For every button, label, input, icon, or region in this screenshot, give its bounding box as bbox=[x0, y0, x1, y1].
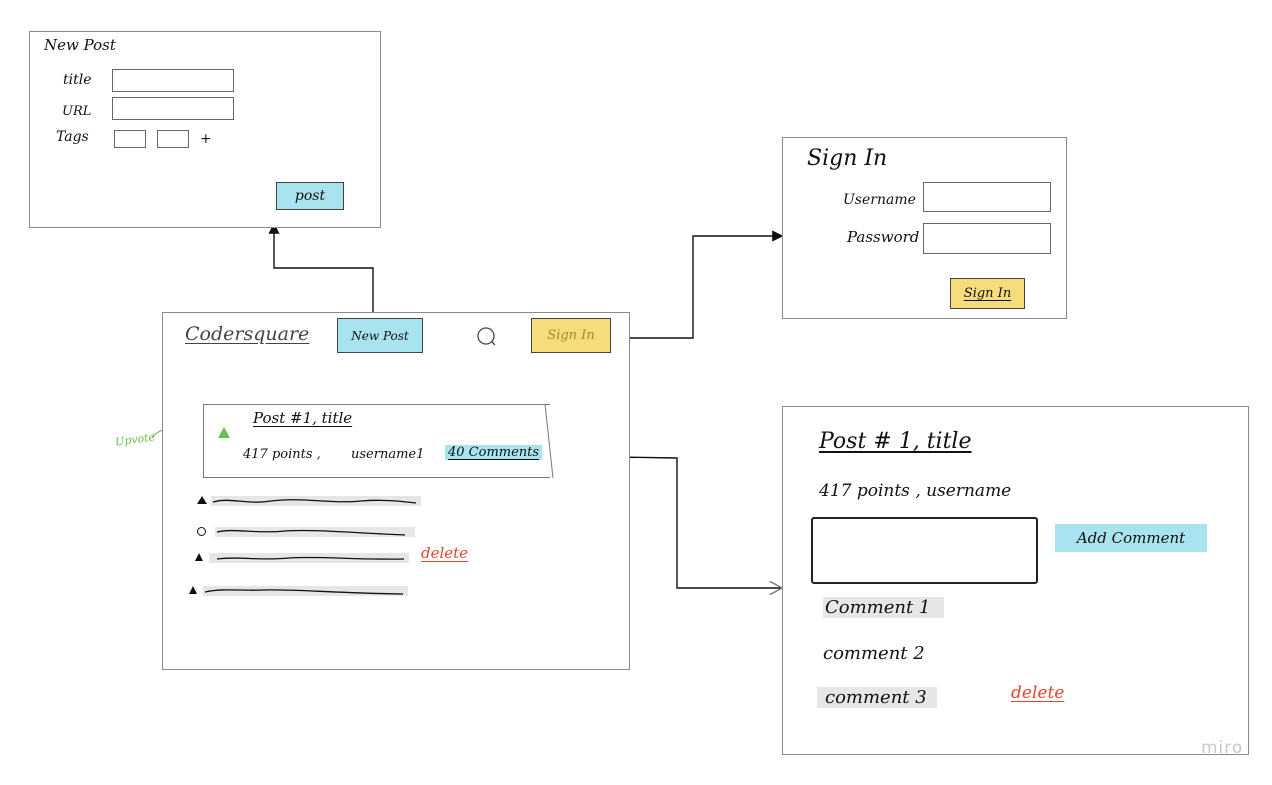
comment-input[interactable] bbox=[811, 517, 1038, 584]
url-input[interactable] bbox=[112, 97, 234, 120]
comment-item: comment 3 bbox=[817, 687, 937, 708]
app-logo: Codersquare bbox=[185, 323, 310, 345]
post-row[interactable] bbox=[193, 522, 423, 542]
title-label: title bbox=[63, 72, 92, 88]
username-input[interactable] bbox=[923, 182, 1051, 212]
new-post-frame: New Post title URL Tags + post bbox=[29, 31, 381, 228]
comments-link[interactable]: 40 Comments bbox=[445, 445, 543, 460]
add-comment-button[interactable]: Add Comment bbox=[1055, 524, 1207, 552]
upvote-note: Upvote bbox=[114, 430, 156, 449]
add-tag-icon[interactable]: + bbox=[200, 131, 212, 147]
miro-watermark: miro bbox=[1201, 738, 1244, 758]
sign-in-frame: Sign In Username Password Sign In bbox=[782, 137, 1067, 319]
tag-input-1[interactable] bbox=[114, 130, 146, 148]
url-label: URL bbox=[62, 104, 92, 119]
post-title-scribble bbox=[203, 586, 408, 596]
featured-post-title[interactable]: Post #1, title bbox=[253, 409, 353, 427]
featured-post-card[interactable] bbox=[203, 404, 550, 478]
new-post-button[interactable]: New Post bbox=[337, 318, 423, 353]
featured-post-username[interactable]: username1 bbox=[351, 447, 425, 462]
delete-comment-link[interactable]: delete bbox=[1011, 683, 1065, 703]
tags-label: Tags bbox=[56, 129, 89, 145]
connector-sign-in bbox=[630, 230, 784, 339]
new-post-heading: New Post bbox=[44, 36, 116, 54]
password-label: Password bbox=[847, 228, 920, 246]
post-row[interactable] bbox=[185, 581, 415, 601]
upvote-icon[interactable] bbox=[189, 586, 197, 594]
sign-in-submit-button[interactable]: Sign In bbox=[950, 278, 1025, 309]
upvote-icon[interactable] bbox=[197, 527, 206, 536]
sign-in-button[interactable]: Sign In bbox=[531, 318, 611, 353]
connector-new-post bbox=[268, 222, 374, 318]
username-label: Username bbox=[843, 192, 916, 208]
post-title-scribble bbox=[211, 496, 421, 506]
post-row[interactable] bbox=[191, 548, 421, 568]
upvote-icon[interactable] bbox=[195, 553, 203, 561]
comment-item: comment 2 bbox=[823, 643, 925, 664]
featured-post-points: 417 points , bbox=[243, 447, 321, 462]
featured-post-card-edge bbox=[544, 404, 554, 479]
post-detail-frame: Post # 1, title 417 points , username Ad… bbox=[782, 406, 1249, 755]
title-input[interactable] bbox=[112, 69, 234, 92]
post-detail-title: Post # 1, title bbox=[819, 429, 972, 454]
comment-item: Comment 1 bbox=[823, 597, 945, 618]
search-icon[interactable] bbox=[476, 326, 498, 348]
sign-in-heading: Sign In bbox=[807, 146, 888, 171]
post-title-scribble bbox=[209, 553, 409, 563]
post-row[interactable] bbox=[193, 491, 423, 511]
delete-post-link[interactable]: delete bbox=[421, 544, 469, 562]
post-submit-button[interactable]: post bbox=[276, 182, 344, 210]
password-input[interactable] bbox=[923, 223, 1051, 254]
upvote-icon[interactable] bbox=[218, 427, 230, 438]
tag-input-2[interactable] bbox=[157, 130, 189, 148]
upvote-icon[interactable] bbox=[197, 496, 207, 504]
post-detail-meta: 417 points , username bbox=[819, 481, 1012, 501]
home-frame: Codersquare New Post Sign In Post #1, ti… bbox=[162, 312, 630, 670]
post-title-scribble bbox=[215, 527, 415, 537]
